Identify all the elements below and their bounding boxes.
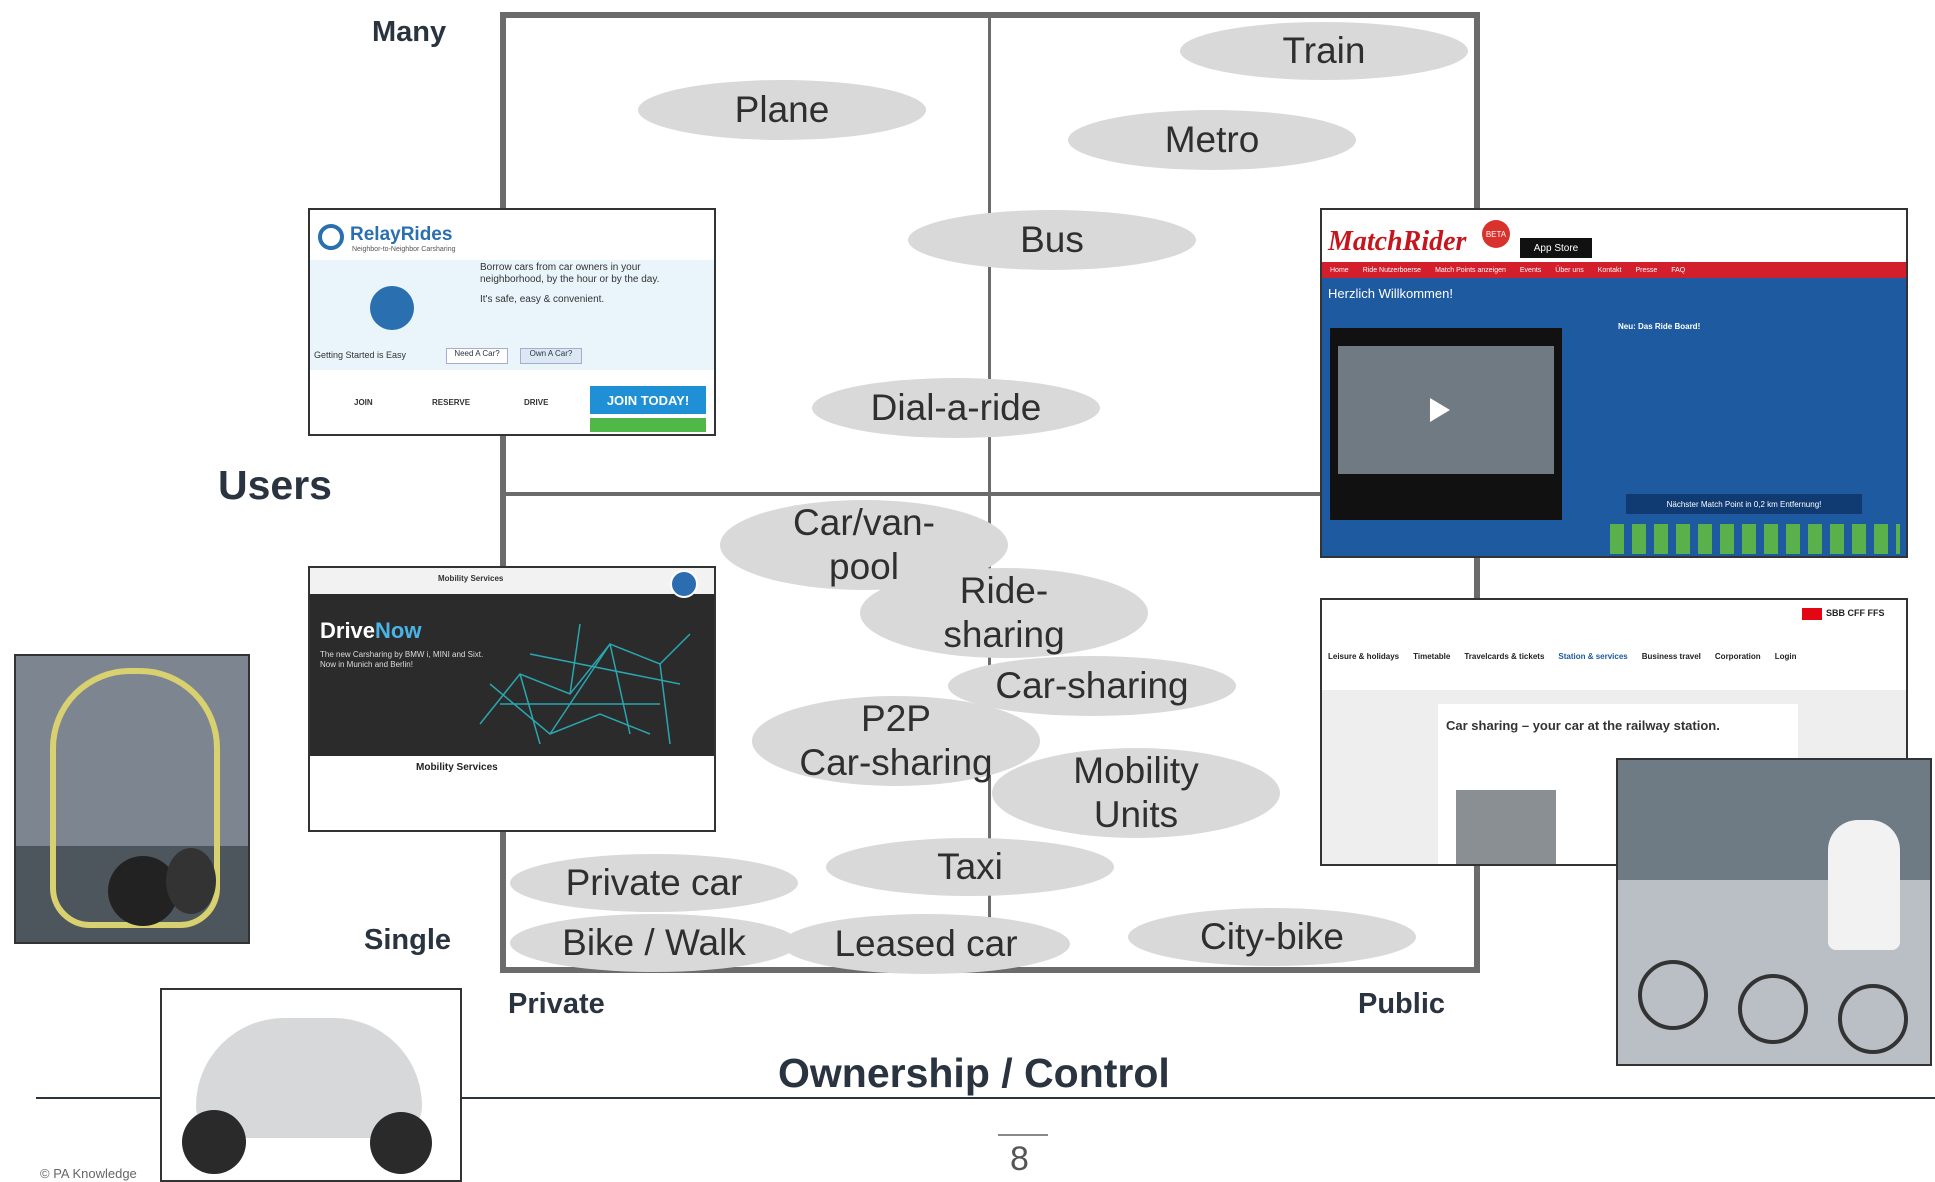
matchrider-skyline (1610, 524, 1900, 554)
drivenow-logo-b: Now (375, 618, 422, 643)
relayrides-app-icon (370, 286, 414, 330)
drivenow-section: Mobility Services (416, 762, 498, 773)
x-axis-left-label: Private (508, 988, 605, 1020)
y-axis-title: Users (218, 462, 332, 508)
bubble-train: Train (1180, 22, 1468, 80)
sbb-menu-item: Station & services (1558, 652, 1628, 661)
sbb-brand: SBB CFF FFS (1826, 608, 1885, 618)
sbb-menu-item: Corporation (1714, 652, 1761, 661)
y-axis-bottom-label: Single (364, 924, 452, 956)
bubble-ride-sharing: Ride- sharing (860, 568, 1148, 658)
page-number-rule (998, 1134, 1048, 1136)
matchrider-news-title: Neu: Das Ride Board! (1618, 322, 1701, 331)
drivenow-screenshot: Mobility Services DriveNow The new Carsh… (308, 566, 716, 832)
bubble-dial-a-ride: Dial-a-ride (812, 378, 1100, 438)
relayrides-step-drive: DRIVE (524, 398, 549, 407)
matchrider-nav-item: Match Points anzeigen (1435, 266, 1506, 274)
bubble-city-bike: City-bike (1128, 908, 1416, 966)
bubble-plane: Plane (638, 80, 926, 140)
drivenow-map (479, 623, 691, 745)
matchrider-logo: MatchRider (1328, 226, 1467, 257)
drivenow-logo-a: Drive (320, 618, 376, 643)
bubble-bus: Bus (908, 210, 1196, 270)
sbb-menu-item: Login (1774, 652, 1797, 661)
relayrides-logo: RelayRides (350, 224, 453, 245)
page-number: 8 (1010, 1140, 1029, 1178)
matchrider-nav-item: FAQ (1671, 266, 1686, 274)
sbb-menu-item: Timetable (1413, 652, 1451, 661)
footer-rule-left (36, 1097, 160, 1099)
matchrider-nav-item: Presse (1635, 266, 1658, 274)
sbb-menu: Leisure & holidays Timetable Travelcards… (1328, 652, 1796, 661)
bubble-car-van-pool: Car/van- pool (720, 500, 1008, 590)
matchrider-match-bar: Nächster Match Point in 0,2 km Entfernun… (1626, 494, 1862, 514)
bubble-car-sharing: Car-sharing (948, 656, 1236, 716)
bubble-metro: Metro (1068, 110, 1356, 170)
bubble-p2p-car-sharing: P2P Car-sharing (752, 696, 1040, 786)
sbb-menu-item: Business travel (1641, 652, 1701, 661)
bubble-mobility-units: Mobility Units (992, 748, 1280, 838)
matchrider-welcome: Herzlich Willkommen! (1328, 286, 1453, 301)
relayrides-tab-own: Own A Car? (520, 348, 582, 364)
play-icon (1430, 398, 1450, 422)
footer-rule-right (462, 1097, 1935, 1099)
relayrides-headline: Borrow cars from car owners in your neig… (480, 262, 660, 285)
matchrider-nav-item: Kontakt (1597, 266, 1622, 274)
relayrides-step-join: JOIN (354, 398, 373, 407)
matchrider-nav-item: Über uns (1555, 266, 1584, 274)
relayrides-step-reserve: RESERVE (432, 398, 471, 407)
x-axis-title: Ownership / Control (778, 1050, 1170, 1096)
sbb-menu-item: Leisure & holidays (1328, 652, 1400, 661)
y-axis-top-label: Many (372, 16, 447, 48)
quadrant-horizontal-divider (500, 492, 1480, 496)
relayrides-subline: It's safe, easy & convenient. (480, 294, 605, 305)
bubble-bike-walk: Bike / Walk (510, 914, 798, 972)
sbb-headline: Car sharing – your car at the railway st… (1446, 718, 1720, 733)
photo-electric-vehicle-rider (14, 654, 250, 944)
matchrider-nav-item: Home (1330, 266, 1349, 274)
bubble-leased-car: Leased car (782, 914, 1070, 974)
copyright: © PA Knowledge (40, 1166, 137, 1181)
relayrides-join-button: JOIN TODAY! (590, 386, 706, 414)
drivenow-nav: Mobility Services (438, 574, 504, 583)
steering-wheel-icon (318, 224, 344, 250)
x-axis-right-label: Public (1358, 988, 1446, 1020)
relayrides-screenshot: RelayRides Neighbor-to-Neighbor Carshari… (308, 208, 716, 436)
drivenow-intro: The new Carsharing by BMW i, MINI and Si… (320, 650, 484, 669)
matchrider-navbar: Home Ride Nutzerboerse Match Points anze… (1322, 262, 1906, 278)
bubble-private-car: Private car (510, 854, 798, 912)
sbb-logo-icon (1802, 608, 1822, 620)
matchrider-nav-item: Events (1519, 266, 1542, 274)
bubble-taxi: Taxi (826, 838, 1114, 896)
photo-enclosed-motorbike (160, 988, 462, 1182)
matchrider-video (1330, 328, 1562, 520)
relayrides-tab-need: Need A Car? (446, 348, 508, 364)
bmw-logo-icon (670, 570, 698, 598)
relayrides-tagline: Neighbor-to-Neighbor Carsharing (352, 246, 456, 253)
matchrider-nav-item: Ride Nutzerboerse (1362, 266, 1422, 274)
sbb-photo (1456, 790, 1556, 864)
matchrider-screenshot: MatchRider BETA App Store Home Ride Nutz… (1320, 208, 1908, 558)
photo-city-bikes (1616, 758, 1932, 1066)
appstore-badge: App Store (1520, 238, 1592, 258)
sbb-menu-item: Travelcards & tickets (1464, 652, 1545, 661)
matchrider-beta-badge: BETA (1482, 220, 1510, 248)
relayrides-section: Getting Started is Easy (314, 350, 407, 360)
